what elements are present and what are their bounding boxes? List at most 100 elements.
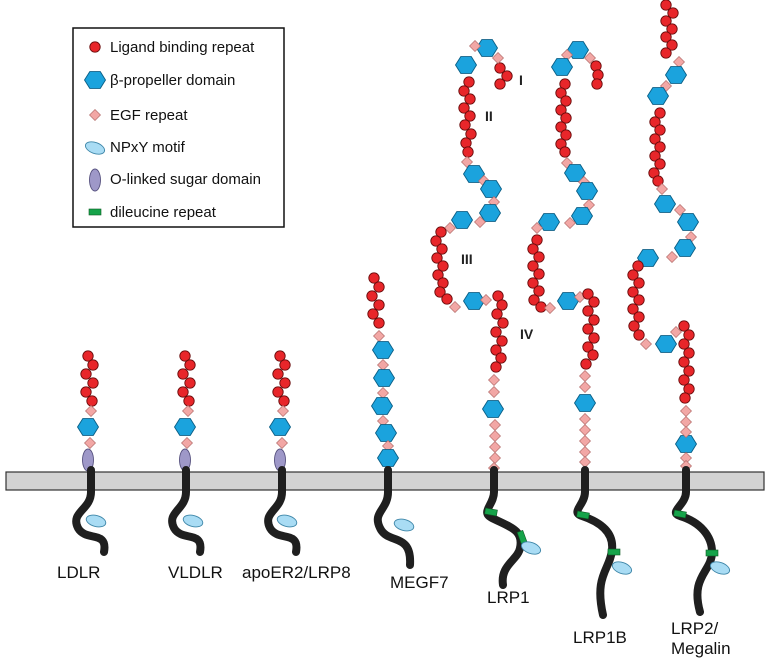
npxy-motif bbox=[276, 514, 298, 528]
tail-lrp2 bbox=[671, 466, 716, 616]
ligand-binding-repeat bbox=[588, 314, 600, 326]
egf-repeat bbox=[670, 326, 682, 338]
receptor-name-ldlr: LDLR bbox=[57, 563, 100, 582]
ligand-binding-repeat bbox=[179, 350, 191, 362]
ligand-binding-repeat bbox=[183, 395, 195, 407]
legend-label-npxy: NPxY motif bbox=[110, 139, 186, 156]
ligand-binding-repeat bbox=[368, 272, 380, 284]
beta-propeller-domain bbox=[83, 71, 107, 89]
ligand-binding-repeat bbox=[494, 78, 506, 90]
egf-repeat bbox=[564, 217, 576, 229]
egf-repeat bbox=[656, 183, 668, 195]
beta-propeller-domain bbox=[676, 213, 700, 231]
ligand-binding-repeat bbox=[87, 377, 99, 389]
ligand-binding-repeat bbox=[441, 293, 453, 305]
legend-label-egf: EGF repeat bbox=[110, 107, 188, 124]
egf-repeat bbox=[492, 52, 504, 64]
ligand-binding-repeat bbox=[560, 129, 572, 141]
ligand-binding-repeat bbox=[654, 124, 666, 136]
ligand-binding-repeat bbox=[628, 320, 640, 332]
ligand-binding-repeat bbox=[582, 305, 594, 317]
ligand-binding-repeat bbox=[184, 377, 196, 389]
egf-repeat bbox=[579, 370, 591, 382]
receptor-ldlr bbox=[76, 350, 100, 472]
ligand-binding-repeat bbox=[434, 286, 446, 298]
beta-propeller-domain bbox=[573, 394, 597, 412]
ligand-binding-repeat bbox=[491, 308, 503, 320]
egf-repeat bbox=[579, 381, 591, 393]
ligand-binding-repeat bbox=[627, 269, 639, 281]
beta-propeller-domain bbox=[372, 369, 396, 387]
beta-propeller-domain bbox=[376, 449, 400, 467]
dileucine-repeat bbox=[607, 548, 621, 556]
egf-repeat bbox=[377, 359, 389, 371]
ligand-binding-repeat bbox=[559, 146, 571, 158]
egf-repeat bbox=[673, 56, 685, 68]
dileucine-repeat bbox=[484, 507, 498, 517]
ligand-binding-repeat bbox=[463, 76, 475, 88]
ligand-binding-repeat bbox=[654, 141, 666, 153]
egf-repeat bbox=[469, 40, 481, 52]
egf-repeat bbox=[640, 338, 652, 350]
ligand-binding-repeat bbox=[373, 299, 385, 311]
receptor-lrp1 bbox=[430, 39, 513, 474]
cluster-label-iv: IV bbox=[520, 326, 534, 342]
ligand-binding-repeat bbox=[527, 260, 539, 272]
receptor-name-lrp2-line2: Megalin bbox=[671, 639, 731, 658]
ligand-binding-repeat bbox=[436, 243, 448, 255]
legend-icons bbox=[83, 41, 107, 216]
ligand-binding-repeat bbox=[683, 329, 695, 341]
legend-label-propeller: β-propeller domain bbox=[110, 72, 235, 89]
ligand-binding-repeat bbox=[501, 70, 513, 82]
ligand-binding-repeat bbox=[582, 323, 594, 335]
egf-repeat bbox=[680, 416, 692, 428]
egf-repeat bbox=[276, 437, 288, 449]
ligand-binding-repeat bbox=[582, 288, 594, 300]
ligand-binding-repeat bbox=[86, 395, 98, 407]
beta-propeller-domain bbox=[570, 207, 594, 225]
ligand-binding-repeat bbox=[588, 332, 600, 344]
ligand-binding-repeat bbox=[497, 317, 509, 329]
receptor-vldlr bbox=[173, 350, 197, 472]
ligand-binding-repeat bbox=[654, 107, 666, 119]
receptor-name-megf7: MEGF7 bbox=[390, 573, 449, 592]
ligand-binding-repeat bbox=[660, 15, 672, 27]
ligand-binding-repeat bbox=[373, 317, 385, 329]
ligand-binding-repeat bbox=[535, 301, 547, 313]
ligand-binding-repeat bbox=[588, 296, 600, 308]
egf-repeat bbox=[474, 216, 486, 228]
ligand-binding-repeat bbox=[89, 41, 101, 53]
ligand-binding-repeat bbox=[494, 62, 506, 74]
ligand-binding-repeat bbox=[465, 128, 477, 140]
dileucine-repeat bbox=[576, 510, 590, 520]
ligand-binding-repeat bbox=[495, 352, 507, 364]
beta-propeller-domain bbox=[575, 182, 599, 200]
receptor-name-lrp1b: LRP1B bbox=[573, 628, 627, 647]
tail-megf7 bbox=[373, 466, 415, 569]
beta-propeller-domain bbox=[76, 418, 100, 436]
egf-repeat bbox=[666, 251, 678, 263]
extracellular-chains bbox=[76, 0, 700, 474]
egf-repeat bbox=[489, 452, 501, 464]
ligand-binding-repeat bbox=[582, 341, 594, 353]
npxy-motif bbox=[611, 561, 633, 575]
ligand-binding-repeat bbox=[80, 386, 92, 398]
ligand-binding-repeat bbox=[464, 110, 476, 122]
ligand-binding-repeat bbox=[649, 116, 661, 128]
ligand-binding-repeat bbox=[490, 361, 502, 373]
egf-repeat bbox=[488, 374, 500, 386]
beta-propeller-domain bbox=[462, 292, 486, 310]
legend-label-olinked: O-linked sugar domain bbox=[110, 171, 261, 188]
ligand-binding-repeat bbox=[666, 39, 678, 51]
egf-repeat bbox=[377, 387, 389, 399]
beta-propeller-domain bbox=[173, 418, 197, 436]
egf-repeat bbox=[579, 456, 591, 468]
npxy-motif bbox=[84, 141, 106, 155]
egf-repeat bbox=[531, 222, 543, 234]
beta-propeller-domain bbox=[636, 249, 660, 267]
egf-repeat bbox=[84, 437, 96, 449]
receptor-name-lrp1: LRP1 bbox=[487, 588, 530, 607]
dileucine-repeat bbox=[88, 208, 102, 216]
ligand-binding-repeat bbox=[458, 102, 470, 114]
egf-repeat bbox=[277, 405, 289, 417]
